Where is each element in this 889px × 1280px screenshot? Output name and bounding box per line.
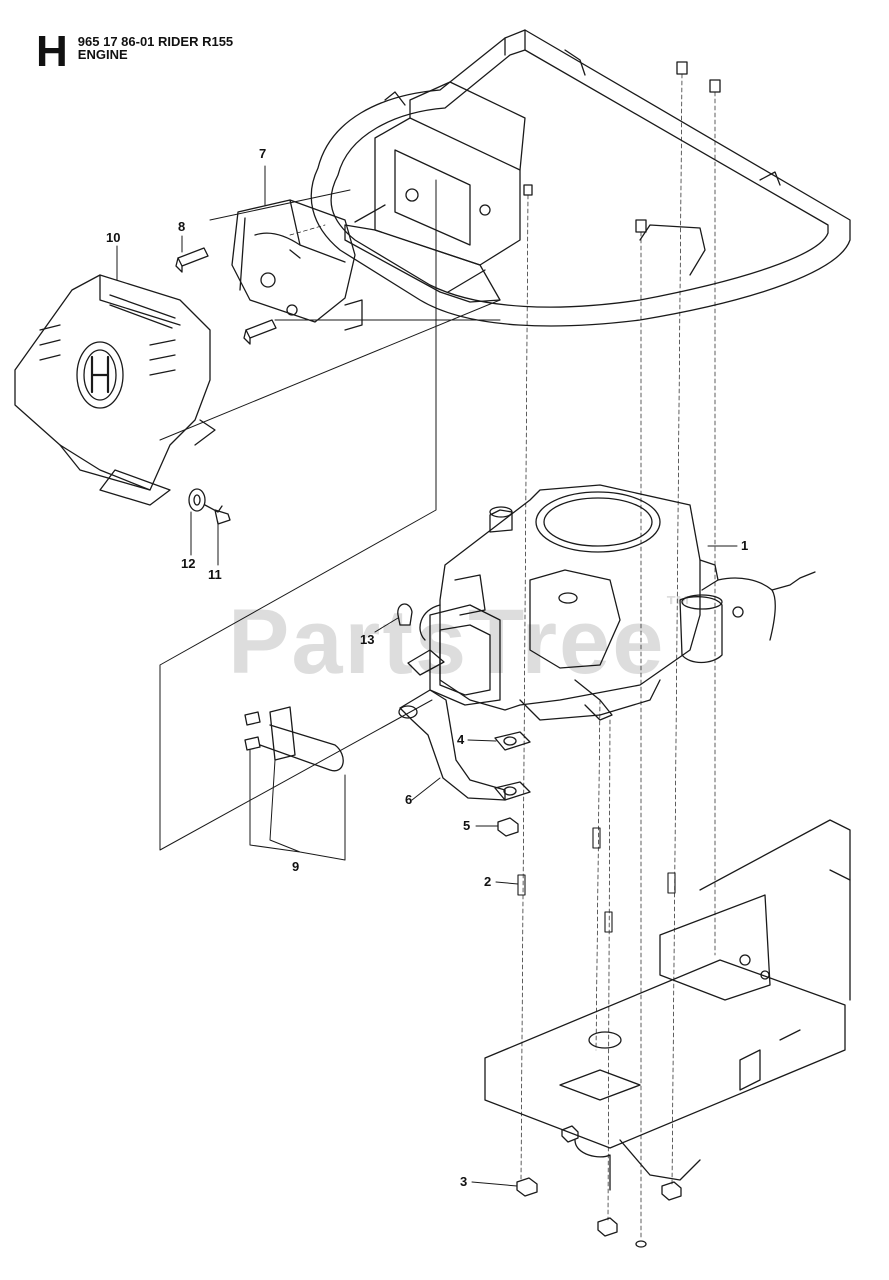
nut-part-5	[497, 817, 519, 837]
callout-4: 4	[457, 732, 465, 747]
mount-bolts	[523, 61, 721, 233]
title-block: 965 17 86-01 RIDER R155 ENGINE	[78, 32, 233, 61]
frame-roll-bar	[310, 29, 851, 327]
assembly-lines	[159, 179, 501, 851]
callout-8: 8	[178, 219, 186, 234]
callout-12: 12	[181, 556, 196, 571]
mount-studs-part-2	[517, 827, 676, 933]
heat-shield-part-7	[231, 199, 363, 331]
callout-1: 1	[741, 538, 749, 553]
gasket-part-4	[494, 731, 531, 801]
callout-2: 2	[484, 874, 492, 889]
bolt-part-11	[204, 504, 231, 525]
washer-part-12	[188, 488, 206, 512]
watermark: PartsTree™	[228, 590, 694, 693]
callout-10: 10	[106, 230, 121, 245]
callout-3: 3	[460, 1174, 468, 1189]
callout-11: 11	[208, 567, 222, 582]
section-title: ENGINE	[77, 47, 128, 62]
bottom-nuts-part-3	[516, 1125, 682, 1248]
ground-wire	[717, 571, 816, 641]
callout-13: 13	[360, 632, 375, 647]
clip-part-13	[397, 603, 413, 626]
screw-part-8	[175, 247, 209, 273]
muffler-cover-part-10	[14, 274, 216, 506]
page-header: H 965 17 86-01 RIDER R155 ENGINE	[36, 27, 233, 76]
callout-leaders	[116, 165, 738, 1187]
alignment-lines	[289, 73, 716, 1241]
rear-chassis	[484, 819, 851, 1191]
engine-mount-bracket	[344, 81, 526, 303]
callout-7: 7	[259, 146, 267, 161]
exhaust-pipe-part-6	[398, 649, 506, 801]
model-line: 965 17 86-01 RIDER R155	[77, 34, 234, 49]
callout-6: 6	[405, 792, 413, 807]
screw-lower	[243, 319, 277, 345]
clamp-kit-part-9	[244, 706, 344, 772]
section-letter: H	[36, 27, 68, 76]
callout-9: 9	[292, 859, 300, 874]
callout-5: 5	[463, 818, 471, 833]
